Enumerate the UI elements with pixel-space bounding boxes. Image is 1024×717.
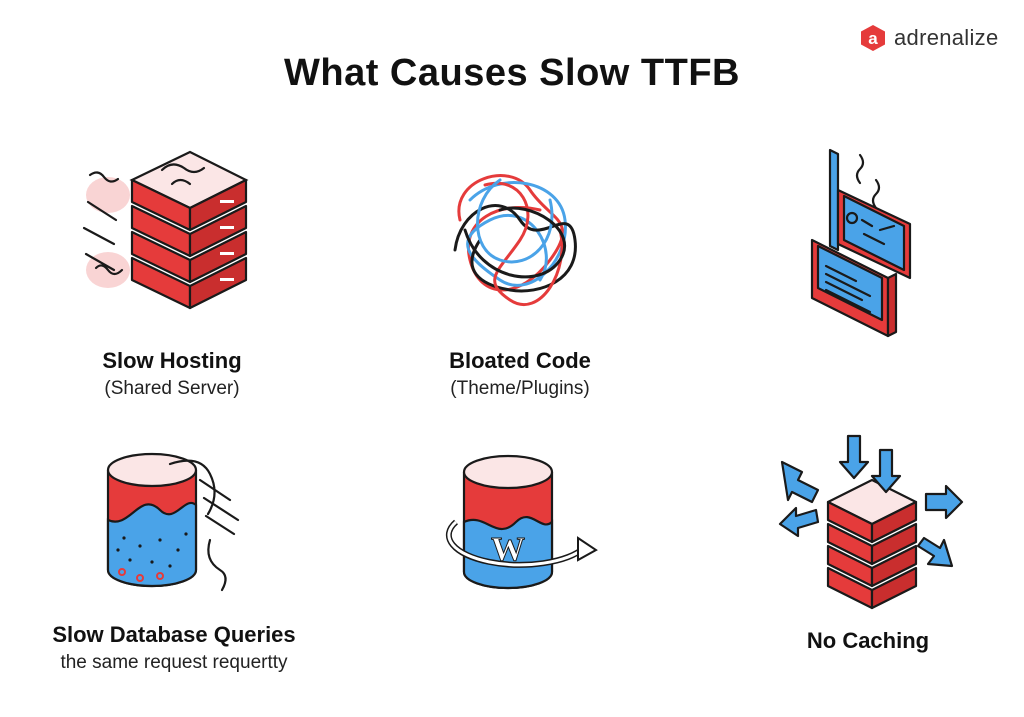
cause-title: Slow Database Queries [52, 622, 296, 647]
brand-name: adrenalize [894, 25, 999, 50]
cause-subtitle: (Theme/Plugins) [450, 378, 590, 399]
cause-title: Slow Hosting [102, 348, 242, 373]
cause-slow-hosting: Slow Hosting (Shared Server) [12, 348, 332, 400]
tangled-code-icon [453, 174, 577, 307]
adrenalize-logo-icon: a [861, 25, 885, 51]
cause-no-caching: No Caching [708, 628, 1024, 654]
database-cylinder-icon [106, 452, 240, 592]
cause-subtitle: (Shared Server) [104, 378, 240, 399]
folded-screens-icon [810, 148, 912, 338]
cause-bloated-code: Bloated Code (Theme/Plugins) [360, 348, 680, 400]
cause-subtitle: the same request requertty [60, 652, 288, 673]
server-stack-icon [82, 150, 249, 310]
cause-title: Bloated Code [449, 348, 591, 373]
server-arrows-icon [778, 434, 964, 610]
svg-text:a: a [868, 29, 878, 48]
page-title: What Causes Slow TTFB [284, 52, 740, 94]
cause-slow-database-queries: Slow Database Queries the same request r… [14, 622, 334, 674]
wordpress-database-icon: W [445, 454, 598, 590]
cause-title: No Caching [806, 628, 930, 653]
brand-logo: a adrenalize [860, 24, 999, 52]
